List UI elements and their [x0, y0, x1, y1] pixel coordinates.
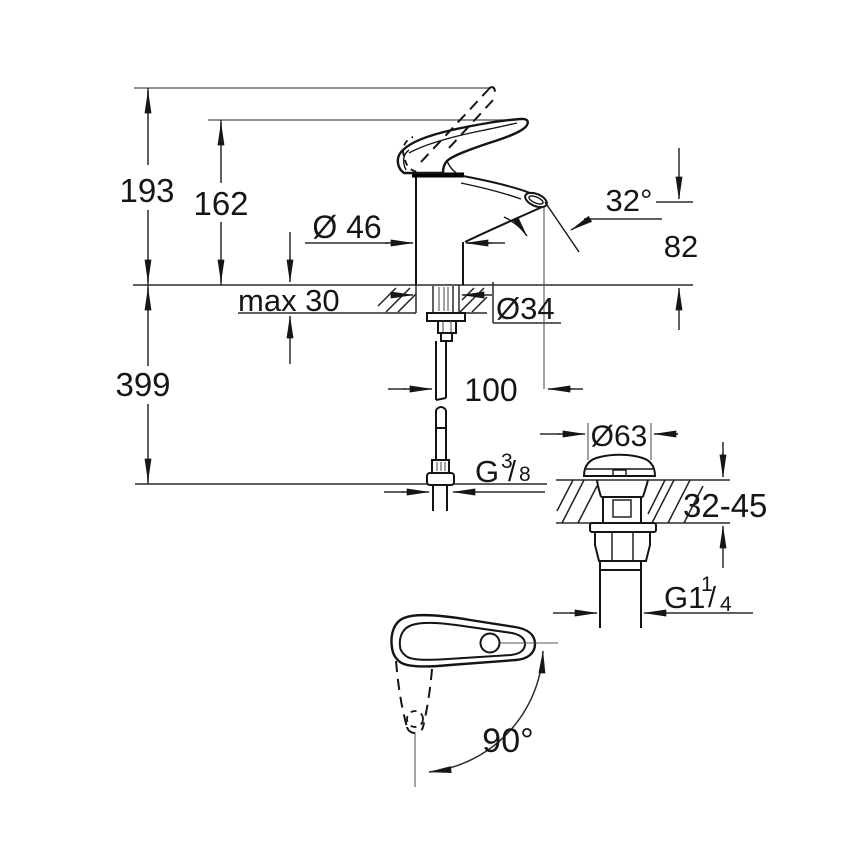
drain-cap: [582, 453, 657, 477]
label-drain-cap-diameter: Ø63: [591, 420, 648, 453]
label-spout-reach: 100: [464, 372, 517, 408]
label-drain-thread: G1 1 / 4: [664, 573, 732, 616]
label-handle-swing-angle: 90°: [482, 722, 533, 760]
label-drain-thread-sub: 4: [720, 593, 732, 616]
drain-locknut: [594, 531, 651, 562]
dimension-labels: 193 162 Ø 46 32° 82 max 30 Ø34 100 399 G…: [115, 172, 767, 760]
mounting-nut: [437, 320, 457, 334]
lever-handle: [396, 117, 529, 175]
aerator-axis-line: [544, 201, 580, 253]
label-lever-height: 162: [193, 185, 248, 222]
label-hose-thread-sup: 3: [501, 450, 513, 473]
label-hose-thread-sub: 8: [519, 463, 531, 486]
drain-body: [596, 479, 649, 523]
hose-upper: [435, 341, 447, 401]
shank-and-hose: [426, 286, 466, 511]
mounting-washer: [426, 312, 466, 322]
lever-raised-dashed: [402, 86, 496, 173]
hose-nut: [426, 472, 455, 486]
label-spout-height: 82: [664, 229, 698, 264]
label-hose-length: 399: [115, 366, 170, 403]
drain-tailpipe: [599, 570, 642, 628]
label-deck-thickness-max: max 30: [238, 283, 340, 318]
flow-direction-arrow: [503, 216, 528, 237]
hose-thread-tube: [432, 485, 448, 511]
handle-top-view: [390, 613, 558, 787]
label-body-diameter: Ø 46: [312, 209, 381, 245]
drain-side-view: [556, 423, 730, 628]
label-overall-height: 193: [119, 172, 174, 209]
dimension-lines: [144, 88, 753, 617]
label-drain-thread-slash: /: [708, 582, 717, 614]
label-hole-diameter: Ø34: [496, 291, 555, 326]
drain-flange: [589, 522, 657, 533]
label-drain-thread-prefix: G1: [664, 580, 705, 615]
label-hose-thread-slash: /: [508, 456, 517, 488]
label-drain-thread-sup: 1: [701, 573, 713, 596]
reference-lines: [133, 87, 693, 485]
label-hose-thread: G 3 / 8: [475, 450, 531, 489]
hose-lower: [435, 406, 447, 460]
label-aerator-angle: 32°: [606, 183, 653, 218]
swing-angle-arc: [428, 650, 546, 773]
label-drain-deck-range: 32-45: [683, 487, 767, 524]
faucet-front-view: [396, 86, 580, 285]
label-hose-thread-prefix: G: [475, 454, 499, 489]
